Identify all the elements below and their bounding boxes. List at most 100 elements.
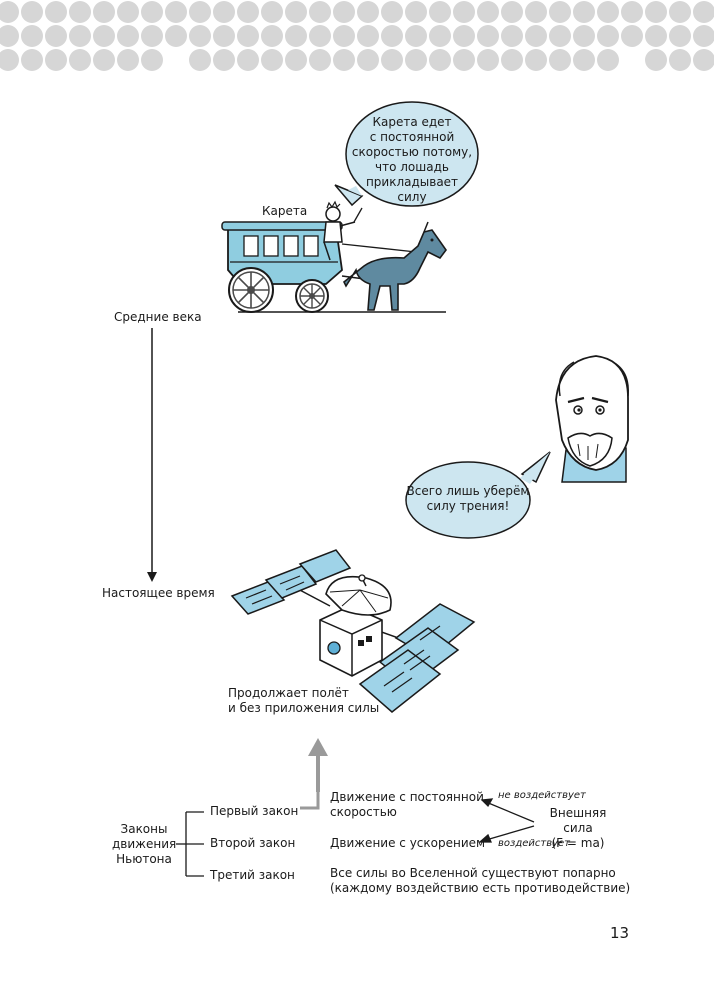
page-number: 13: [610, 924, 630, 942]
third-law-description-line: Все силы во Вселенной существуют попарно: [330, 866, 616, 880]
horse-carriage-illustration: [221, 200, 447, 313]
header-dot: [189, 49, 211, 71]
satellite-caption: Продолжает полёт и без приложения силы: [228, 686, 379, 716]
header-dot: [309, 25, 331, 47]
header-dot: [333, 1, 355, 23]
not-acting-label: не воздействует: [498, 790, 586, 801]
header-dot: [117, 25, 139, 47]
timeline-arrow: [147, 328, 157, 582]
header-dot: [669, 49, 691, 71]
header-dot: [261, 1, 283, 23]
header-dot: [69, 1, 91, 23]
header-dot: [477, 49, 499, 71]
header-dot: [261, 25, 283, 47]
header-dot: [597, 49, 619, 71]
friction-bubble-line: силу трения!: [426, 499, 510, 513]
header-dot: [573, 49, 595, 71]
header-dot: [669, 1, 691, 23]
carriage-speech-bubble: [334, 101, 479, 207]
first-law-name: Первый закон: [210, 804, 299, 818]
external-force-line: Внешняя сила: [549, 806, 607, 835]
header-dot: [69, 49, 91, 71]
header-dot: [21, 25, 43, 47]
header-dot: [45, 25, 67, 47]
header-dot: [165, 25, 187, 47]
external-force-line: (F = ma): [551, 836, 605, 850]
header-dot: [141, 1, 163, 23]
header-dot: [21, 49, 43, 71]
header-dot: [573, 1, 595, 23]
second-law-name: Второй закон: [210, 836, 296, 850]
carriage-label: Карета: [262, 204, 308, 218]
header-dot: [117, 1, 139, 23]
header-dot: [0, 25, 19, 47]
header-dot: [429, 25, 451, 47]
header-dot: [645, 25, 667, 47]
header-dot: [285, 49, 307, 71]
header-dot: [549, 25, 571, 47]
third-law-description: Все силы во Вселенной существуют попарно…: [330, 866, 630, 896]
header-dot: [21, 1, 43, 23]
carriage-bubble-line: силу: [397, 190, 427, 204]
header-dot: [453, 49, 475, 71]
carriage-bubble-line: скоростью потому,: [351, 145, 473, 159]
first-law-description-line: скоростью: [330, 805, 397, 819]
present-time-label: Настоящее время: [102, 586, 215, 600]
header-dot: [381, 1, 403, 23]
header-dot: [237, 1, 259, 23]
header-dot: [525, 25, 547, 47]
carriage-bubble-line: прикладывает: [365, 175, 459, 189]
header-dot: [477, 1, 499, 23]
group-label-line: Ньютона: [116, 852, 172, 866]
friction-bubble-line: Всего лишь уберём: [406, 484, 530, 498]
third-law-description-line: (каждому воздействию есть противодействи…: [330, 881, 631, 895]
header-dot: [549, 1, 571, 23]
header-dot: [117, 49, 139, 71]
header-dot: [45, 1, 67, 23]
carriage-bubble-line: с постоянной: [369, 130, 455, 144]
satellite-illustration: [230, 549, 476, 713]
satellite-caption-line: и без приложения силы: [228, 701, 380, 715]
header-dot: [477, 25, 499, 47]
header-dot: [189, 1, 211, 23]
header-dot: [285, 1, 307, 23]
header-dot: [141, 25, 163, 47]
header-dot: [525, 1, 547, 23]
carriage-bubble-line: Карета едет: [372, 115, 452, 129]
third-law-name: Третий закон: [210, 868, 295, 882]
gray-up-arrow: [300, 738, 328, 810]
header-dot: [213, 49, 235, 71]
header-dot: [237, 25, 259, 47]
external-force-arrows: [478, 798, 535, 843]
header-dot: [453, 1, 475, 23]
header-dot: [165, 1, 187, 23]
header-dot: [597, 25, 619, 47]
header-dot: [501, 25, 523, 47]
header-dot: [501, 49, 523, 71]
header-dot: [621, 1, 643, 23]
header-dot: [357, 49, 379, 71]
header-dot: [405, 25, 427, 47]
header-dot: [621, 25, 643, 47]
header-dot-pattern: [0, 1, 714, 71]
header-dot: [213, 25, 235, 47]
group-label-line: Законы: [120, 822, 168, 836]
header-dot: [405, 49, 427, 71]
header-dot: [429, 49, 451, 71]
header-dot: [645, 1, 667, 23]
header-dot: [501, 1, 523, 23]
header-dot: [0, 49, 19, 71]
header-dot: [381, 25, 403, 47]
middle-ages-label: Средние века: [114, 310, 202, 324]
first-law-description-line: Движение с постоянной: [330, 790, 484, 804]
header-dot: [693, 49, 714, 71]
header-dot: [69, 25, 91, 47]
header-dot: [549, 49, 571, 71]
header-dot: [357, 25, 379, 47]
header-dot: [693, 25, 714, 47]
header-dot: [405, 1, 427, 23]
carriage-bubble-line: что лошадь: [375, 160, 449, 174]
header-dot: [189, 25, 211, 47]
header-dot: [453, 25, 475, 47]
